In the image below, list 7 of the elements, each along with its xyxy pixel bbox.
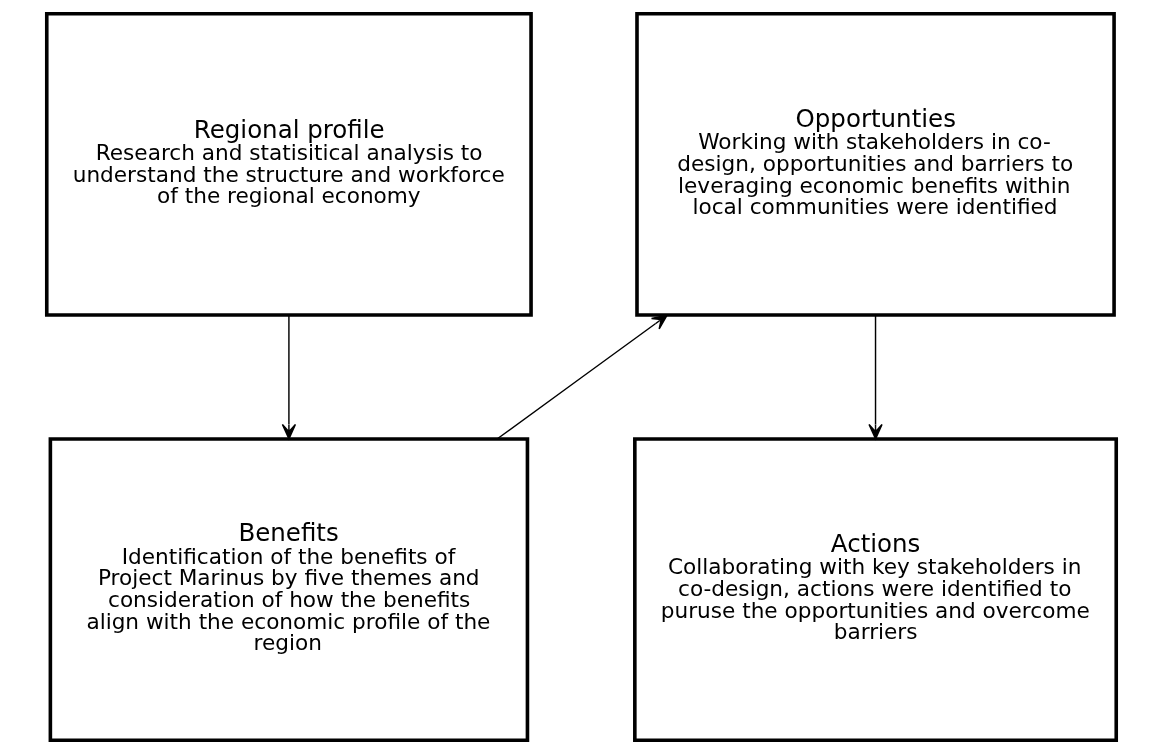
node-box: Regional profile Research and statisitical analysis to understand the structure and workforce of the regional economy [44,11,533,317]
node-box: Actions Collaborating with key stakeholders in co-design, actions were identified to puruse the opportunities and overcome barriers [632,437,1118,742]
node-box: Benefits Identification of the benefits of Project Marinus by five themes and consideration of how the benefits align with the economic profile of the region [48,437,529,742]
node-box: Opportunties Working with stakeholders in co-design, opportunities and barriers to leveraging economic benefits within local communities were identified [634,11,1116,317]
arrow [867,314,883,440]
arrow [281,314,296,440]
arrow [496,314,668,440]
